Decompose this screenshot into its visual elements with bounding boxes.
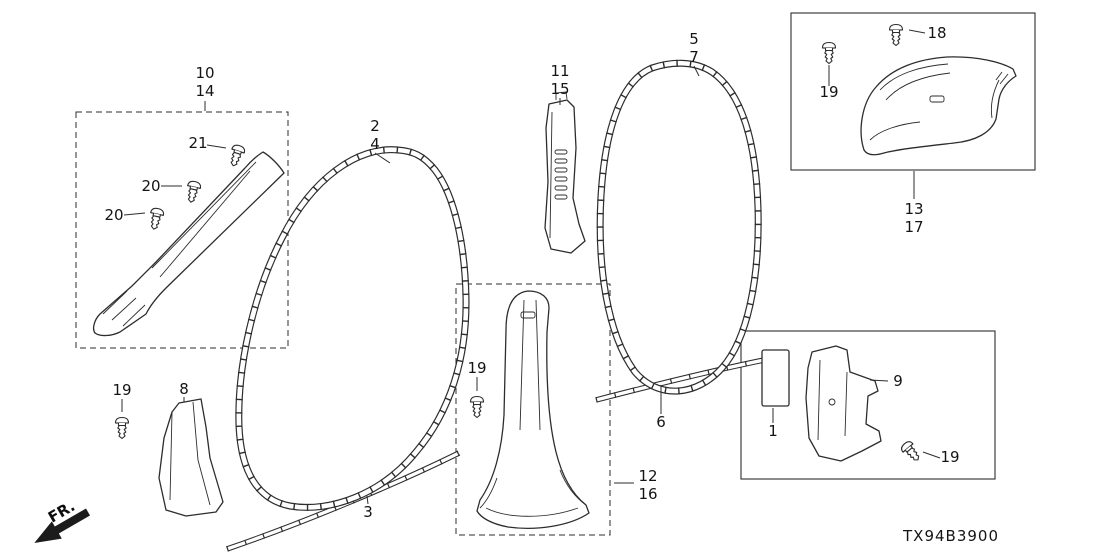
cowl-side-garnish bbox=[158, 398, 224, 517]
callout-17: 17 bbox=[904, 218, 923, 236]
group-box-rear-quarter bbox=[790, 12, 1036, 171]
callout-11: 11 bbox=[550, 62, 569, 80]
callout-21: 21 bbox=[188, 134, 207, 152]
clip-20-upper bbox=[183, 179, 203, 205]
callout-20a: 20 bbox=[141, 177, 160, 195]
callout-1: 1 bbox=[768, 422, 778, 440]
callout-4: 4 bbox=[370, 135, 380, 153]
center-pillar-lower-garnish bbox=[476, 290, 590, 529]
caution-label-plate bbox=[761, 349, 790, 407]
callout-5: 5 bbox=[689, 30, 699, 48]
callout-7: 7 bbox=[689, 48, 699, 66]
a-pillar-garnish bbox=[93, 151, 285, 337]
callout-19a: 19 bbox=[819, 83, 838, 101]
front-direction-indicator: FR. bbox=[34, 497, 90, 543]
callout-9: 9 bbox=[893, 372, 903, 390]
door-opening-seal-rear bbox=[596, 59, 762, 395]
callouts: 10 14 21 20 20 2 4 11 15 5 7 18 19 13 17… bbox=[104, 24, 959, 521]
center-pillar-upper-garnish bbox=[544, 91, 586, 254]
sill-garnish-rear bbox=[595, 357, 765, 403]
leader-lines bbox=[121, 29, 941, 505]
callout-16: 16 bbox=[638, 485, 657, 503]
group-box-kick-panel bbox=[740, 330, 996, 480]
callout-19b: 19 bbox=[112, 381, 131, 399]
callout-2: 2 bbox=[370, 117, 380, 135]
clip-19-cowl-side bbox=[114, 416, 130, 440]
callout-13: 13 bbox=[904, 200, 923, 218]
diagram-code: TX94B3900 bbox=[902, 527, 999, 545]
callout-18: 18 bbox=[927, 24, 946, 42]
clip-19-center-pillar bbox=[469, 395, 485, 419]
callout-10: 10 bbox=[195, 64, 214, 82]
callout-12: 12 bbox=[638, 467, 657, 485]
door-opening-seal-front bbox=[235, 146, 470, 511]
clip-19-kick-panel bbox=[898, 439, 924, 465]
callout-19c: 19 bbox=[467, 359, 486, 377]
clip-21 bbox=[226, 143, 247, 169]
callout-20b: 20 bbox=[104, 206, 123, 224]
kick-panel-garnish bbox=[805, 345, 882, 462]
front-direction-arrow-icon bbox=[34, 508, 90, 543]
callout-19d: 19 bbox=[940, 448, 959, 466]
clip-19-rear-quarter bbox=[821, 41, 837, 65]
callout-15: 15 bbox=[550, 80, 569, 98]
callout-8: 8 bbox=[179, 380, 189, 398]
clip-18 bbox=[888, 23, 904, 47]
clip-20-lower bbox=[146, 206, 166, 232]
callout-6: 6 bbox=[656, 413, 666, 431]
group-box-center-pillar-lower bbox=[455, 283, 611, 536]
callout-3: 3 bbox=[363, 503, 373, 521]
rear-quarter-garnish bbox=[860, 56, 1017, 156]
callout-14: 14 bbox=[195, 82, 214, 100]
